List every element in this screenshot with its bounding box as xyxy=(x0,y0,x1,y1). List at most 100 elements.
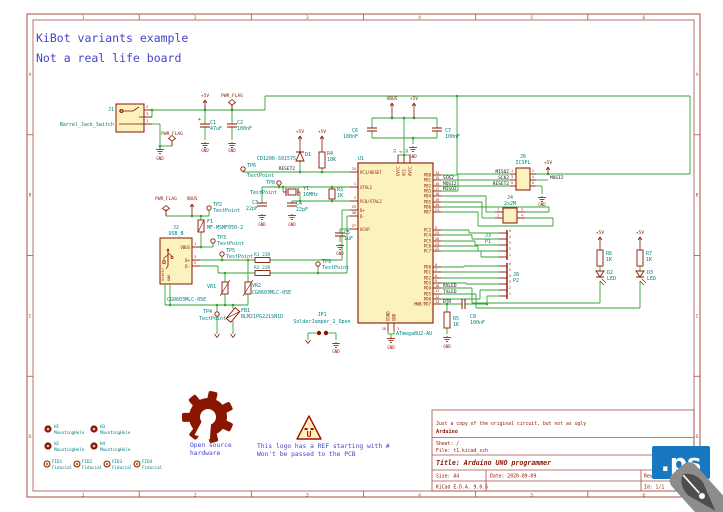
junction-dot xyxy=(215,303,219,307)
tb-sheet: Sheet: / xyxy=(436,441,459,447)
schematic-text: 31 xyxy=(393,149,397,153)
schematic-text: PC6 xyxy=(424,244,432,249)
frame-row-label: A xyxy=(29,72,32,78)
schematic-text: H1 xyxy=(54,424,60,429)
schematic-text: 17 xyxy=(435,187,439,191)
schematic-text: VR1 xyxy=(207,284,216,290)
schematic-text: 47uF xyxy=(210,126,222,132)
schematic-text: PC5 xyxy=(424,239,432,244)
oshw-label-line2: hardware xyxy=(190,450,221,457)
schematic-text: H2 xyxy=(54,441,60,446)
schematic-text: 26 xyxy=(435,237,439,241)
schematic-text: Fiducial xyxy=(52,465,73,470)
schematic-text: LED xyxy=(647,276,656,282)
frame-column-label: 6 xyxy=(643,15,646,21)
frame-column-label: 4 xyxy=(418,492,421,498)
schematic-text: UCAP xyxy=(360,227,370,232)
schematic-text: GND xyxy=(167,275,171,281)
schematic-text: GND xyxy=(336,251,344,256)
schematic-text: D2 xyxy=(607,270,613,276)
schematic-text: GND xyxy=(228,148,236,153)
schematic-text: TXLED xyxy=(443,289,457,295)
schematic-text: PWR_FLAG xyxy=(155,196,177,202)
junction-dot xyxy=(402,116,406,120)
schematic-text: Shield xyxy=(161,268,165,281)
schematic-text: 3 xyxy=(146,112,148,116)
junction-dot xyxy=(150,108,154,112)
oshw-label-line1: Open source xyxy=(190,442,232,449)
schematic-text: MOSI2 xyxy=(550,175,564,181)
resistor-body xyxy=(254,270,271,276)
resistor-body xyxy=(596,249,604,267)
junction-dot xyxy=(298,170,302,174)
schematic-text: 19 xyxy=(435,198,439,202)
schematic-text: 1K xyxy=(337,193,343,199)
schematic-text: 4 xyxy=(521,214,523,218)
junction-dot xyxy=(168,303,172,307)
schematic-text: 100nF xyxy=(343,134,358,140)
schematic-text: PB1 xyxy=(424,178,432,183)
schematic-text: SCK2 xyxy=(443,175,454,181)
schematic-text: GND xyxy=(332,349,340,354)
schematic-text: TP4 xyxy=(203,309,212,315)
schematic-text: HWB/PD7 xyxy=(414,302,431,307)
schematic-text: D1 xyxy=(305,152,311,158)
tb-tool: KiCad E.D.A. 9.0.6 xyxy=(436,485,488,491)
schematic-text: 27 xyxy=(352,224,356,228)
schematic-text: PWR_FLAG xyxy=(221,93,243,99)
schematic-text: 22 xyxy=(435,247,439,251)
schematic-text: PB5 xyxy=(424,200,432,205)
schematic-text: 2 xyxy=(509,247,511,251)
schematic-text: PC7 xyxy=(424,249,432,254)
junction-dot xyxy=(231,303,235,307)
junction-dot xyxy=(281,185,285,189)
schematic-text: 12 xyxy=(435,295,439,299)
schematic-text: Fiducial xyxy=(112,465,133,470)
schematic-text: 28 xyxy=(382,327,386,331)
schematic-text: GND xyxy=(258,222,266,227)
schematic-text: GND xyxy=(409,154,417,159)
schematic-text: 10K xyxy=(327,157,336,163)
schematic-text: C8 xyxy=(470,314,476,320)
junction-dot xyxy=(330,199,334,203)
schematic-text: VBUS xyxy=(187,196,198,202)
schematic-text: C1 xyxy=(210,120,216,126)
schematic-text: R2 22R xyxy=(254,265,271,271)
schematic-text: 4 xyxy=(509,235,511,239)
schematic-text: TestPoint xyxy=(217,241,244,247)
schematic-text: TP2 xyxy=(213,202,222,208)
schematic-text: C2 xyxy=(237,120,243,126)
frame-column-label: 2 xyxy=(194,15,197,21)
schematic-text: PC0/XTAL2 xyxy=(360,199,382,204)
schematic-text: 10 xyxy=(435,284,439,288)
junction-dot xyxy=(485,302,489,306)
schematic-text: D- xyxy=(185,264,190,269)
schematic-text: FID1 xyxy=(52,459,63,464)
warning-note-line2: Won't be passed to the PCB xyxy=(257,451,356,458)
schematic-text: +5V xyxy=(201,93,209,99)
frame-column-label: 6 xyxy=(643,492,646,498)
schematic-text: PD6 xyxy=(424,297,432,302)
title-block-text: Just a copy of the original circuit, but… xyxy=(436,421,664,491)
schematic-text: PB7 xyxy=(424,210,432,215)
schematic-text: BLM21PG221SN1D xyxy=(241,314,283,320)
schematic-text: 2 xyxy=(521,208,523,212)
schematic-text: 11 xyxy=(435,289,439,293)
schematic-text: RXLED xyxy=(443,283,457,289)
schematic-text: PC4 xyxy=(424,233,432,238)
schematic-text: GND xyxy=(443,344,451,349)
schematic-text: 1 xyxy=(511,169,513,173)
frame-column-label: 5 xyxy=(530,492,533,498)
junction-dot xyxy=(220,258,224,262)
schematic-text: F1 xyxy=(207,219,213,225)
schematic-text: 2 xyxy=(354,196,356,200)
frame-column-label: 3 xyxy=(306,492,309,498)
schematic-text: PB0 xyxy=(424,173,432,178)
schematic-text: C5 xyxy=(344,230,350,236)
schematic-text: 1K xyxy=(453,322,459,328)
schematic-text: 7 xyxy=(435,268,437,272)
schematic-text: J6 xyxy=(520,154,526,160)
schematic-text: +5V xyxy=(410,96,418,102)
tb-company: Arduino xyxy=(436,429,458,435)
tb-file: File: t1.kicad_sch xyxy=(436,448,488,454)
